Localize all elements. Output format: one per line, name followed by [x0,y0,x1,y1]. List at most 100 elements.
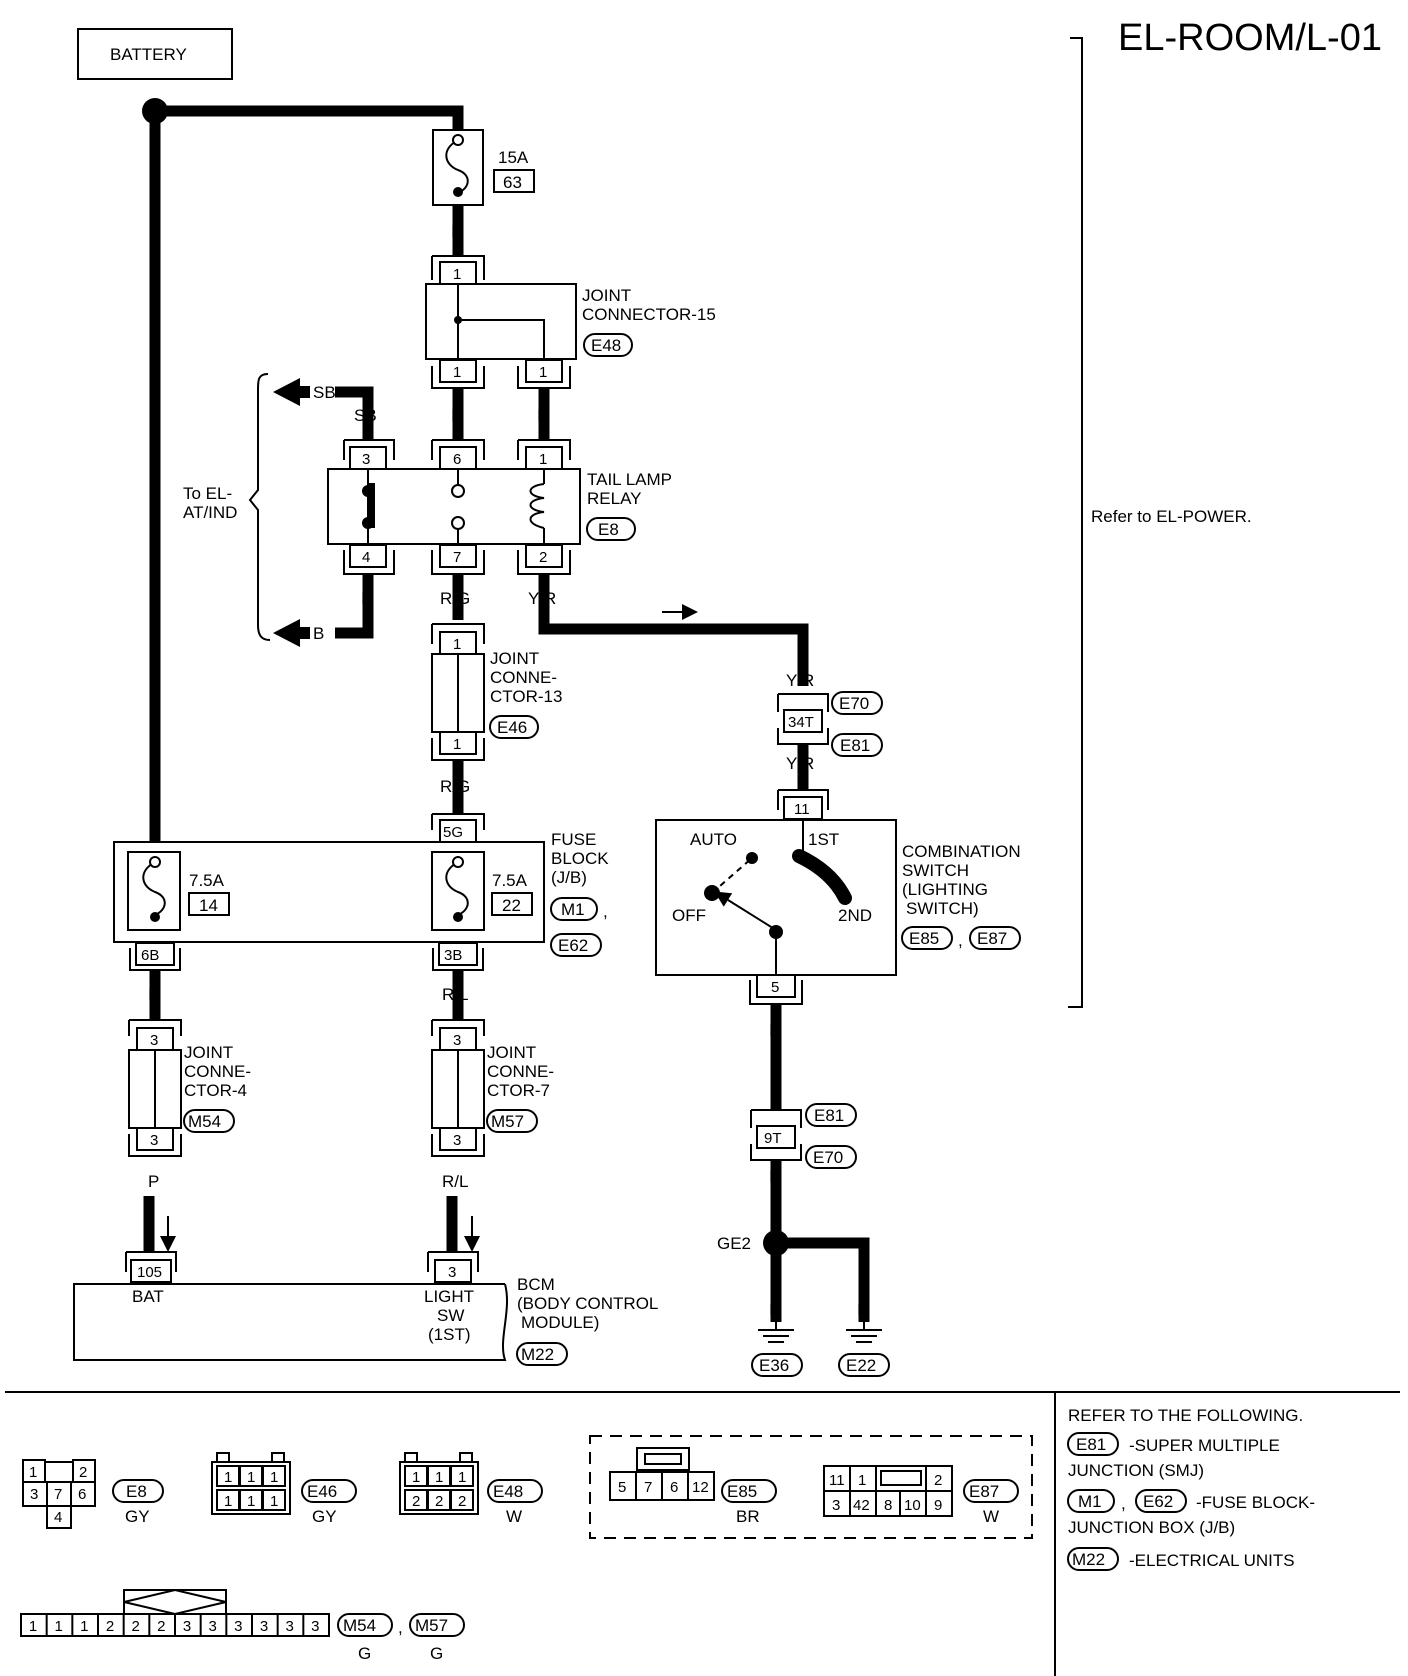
wire-color-b-1: B [769,1021,780,1040]
m54-pin: 1 [29,1618,37,1635]
wire-yr-1 [538,574,809,686]
refer-heading: REFER TO THE FOLLOWING. [1068,1406,1303,1425]
m54-pin: 3 [311,1618,319,1635]
refer-fuse-2: JUNCTION BOX (J/B) [1068,1518,1235,1537]
m54-pin: 2 [132,1618,140,1635]
relay-pin-2: 2 [539,549,547,566]
e85-pin-12: 12 [692,1479,709,1496]
ground-symbol-e36 [758,1322,794,1343]
bcm-box [73,1283,509,1361]
connector-face-e85: 5 7 6 12 [609,1447,715,1501]
e87-pin-3: 3 [832,1497,840,1514]
e87-pin-10: 10 [904,1497,921,1514]
bcm-pin-105: 105 [137,1264,162,1281]
wire-color-yr-3: Y/R [786,754,814,773]
tail-relay-code: E8 [598,520,619,539]
wire-color-b-2: B [769,1167,780,1186]
e48-pin-3: 1 [458,1469,466,1486]
connector-face-e46: 1 1 1 1 1 1 [211,1452,291,1515]
wire-battery-to-fuse63 [155,105,464,130]
e8-pin-7: 7 [54,1486,62,1503]
relay-pin-6: 6 [453,451,461,468]
fuse-block-code-2: E62 [558,936,588,955]
face-m57-code: M57 [415,1616,448,1635]
jc13-label-3: CTOR-13 [490,687,562,706]
smj-top-code-2: E81 [840,736,870,755]
wire-b-relay4 [335,574,374,639]
m54-pin: 2 [106,1618,114,1635]
bcm-pin-3: 3 [448,1264,456,1281]
sb-arrow [273,378,300,406]
refer-smj-1: -SUPER MULTIPLE [1129,1436,1280,1455]
face-e8-code: E8 [126,1482,147,1501]
refer-fuse-1: -FUSE BLOCK- [1196,1493,1315,1512]
jc4-pin-bottom: 3 [150,1132,158,1149]
comb-switch-label-1: COMBINATION [902,842,1021,861]
refer-code-m1: M1 [1078,1492,1102,1511]
jc15-code: E48 [591,336,621,355]
fuse-block-code-1: M1 [561,900,585,919]
e46-pin-6: 1 [270,1493,278,1510]
e48-pin-5: 2 [435,1493,443,1510]
fuse-block-label-2: BLOCK [551,849,609,868]
refer-electrical: -ELECTRICAL UNITS [1129,1551,1295,1570]
comb-switch-1st: 1ST [808,830,839,849]
e8-pin-4: 4 [54,1509,62,1526]
face-e48-color: W [506,1507,522,1526]
wire-color-b-arrow: B [313,624,324,643]
fuse-63-element [445,139,469,194]
comb-switch-label-3: (LIGHTING [902,880,988,899]
jc7-code: M57 [491,1112,524,1131]
bcm-light-label-2: SW [437,1306,464,1325]
comb-switch-code-1: E85 [909,929,939,948]
e87-pin-9: 9 [934,1497,942,1514]
jc7-pin-bottom: 3 [453,1132,461,1149]
relay-pin-1: 1 [539,451,547,468]
face-e48-code: E48 [493,1482,523,1501]
m54-pin: 3 [183,1618,191,1635]
jc15-pin-bottom-right: 1 [539,364,547,381]
m54-pin: 1 [55,1618,63,1635]
connector-face-e48: 1 1 1 2 2 2 [399,1452,479,1515]
wire-color-b-3: B [769,1300,780,1319]
face-e87-code: E87 [969,1482,999,1501]
fuse-block-box [113,841,545,943]
fuse-22-box [431,851,485,931]
fuse-block-label-1: FUSE [551,830,596,849]
wire-color-rg-1: R/G [440,589,470,608]
refer-sep: , [1121,1494,1126,1513]
comb-switch-2nd: 2ND [838,906,872,925]
fuse-14-amp: 7.5A [189,871,225,890]
bcm-code: M22 [521,1345,554,1364]
jc4-label-3: CTOR-4 [184,1081,247,1100]
wire-color-rl-1: R/L [442,985,468,1004]
jc4-label-2: CONNE- [184,1062,251,1081]
bcm-light-label-1: LIGHT [424,1287,474,1306]
e87-pin-11: 11 [829,1472,845,1489]
battery-label: BATTERY [110,45,187,64]
smj-top-code-1: E70 [839,694,869,713]
e48-pin-6: 2 [458,1493,466,1510]
fuse-63-number: 63 [503,173,522,192]
el-power-bracket [1068,37,1083,1008]
e87-pin-42: 42 [853,1497,870,1514]
comb-switch-sep: , [958,931,963,950]
face-m54-sep: , [398,1618,403,1637]
jc15-label-2: CONNECTOR-15 [582,305,716,324]
e8-pin-6: 6 [78,1486,86,1503]
wire-color-b-4: B [857,1300,868,1319]
m54-pin: 3 [286,1618,294,1635]
face-e46-color: GY [312,1507,337,1526]
fuse-63-amp: 15A [498,148,529,167]
wire-color-sb: SB [354,406,377,425]
bcm-light-label-3: (1ST) [428,1325,471,1344]
ground-symbol-e22 [846,1322,882,1343]
relay-pin-4: 4 [362,549,370,566]
face-e46-code: E46 [307,1482,337,1501]
wire-color-b-relay: B [361,589,372,608]
jc13-label-2: CONNE- [490,668,557,687]
fuse-14-number: 14 [199,896,218,915]
e48-pin-4: 2 [412,1493,420,1510]
